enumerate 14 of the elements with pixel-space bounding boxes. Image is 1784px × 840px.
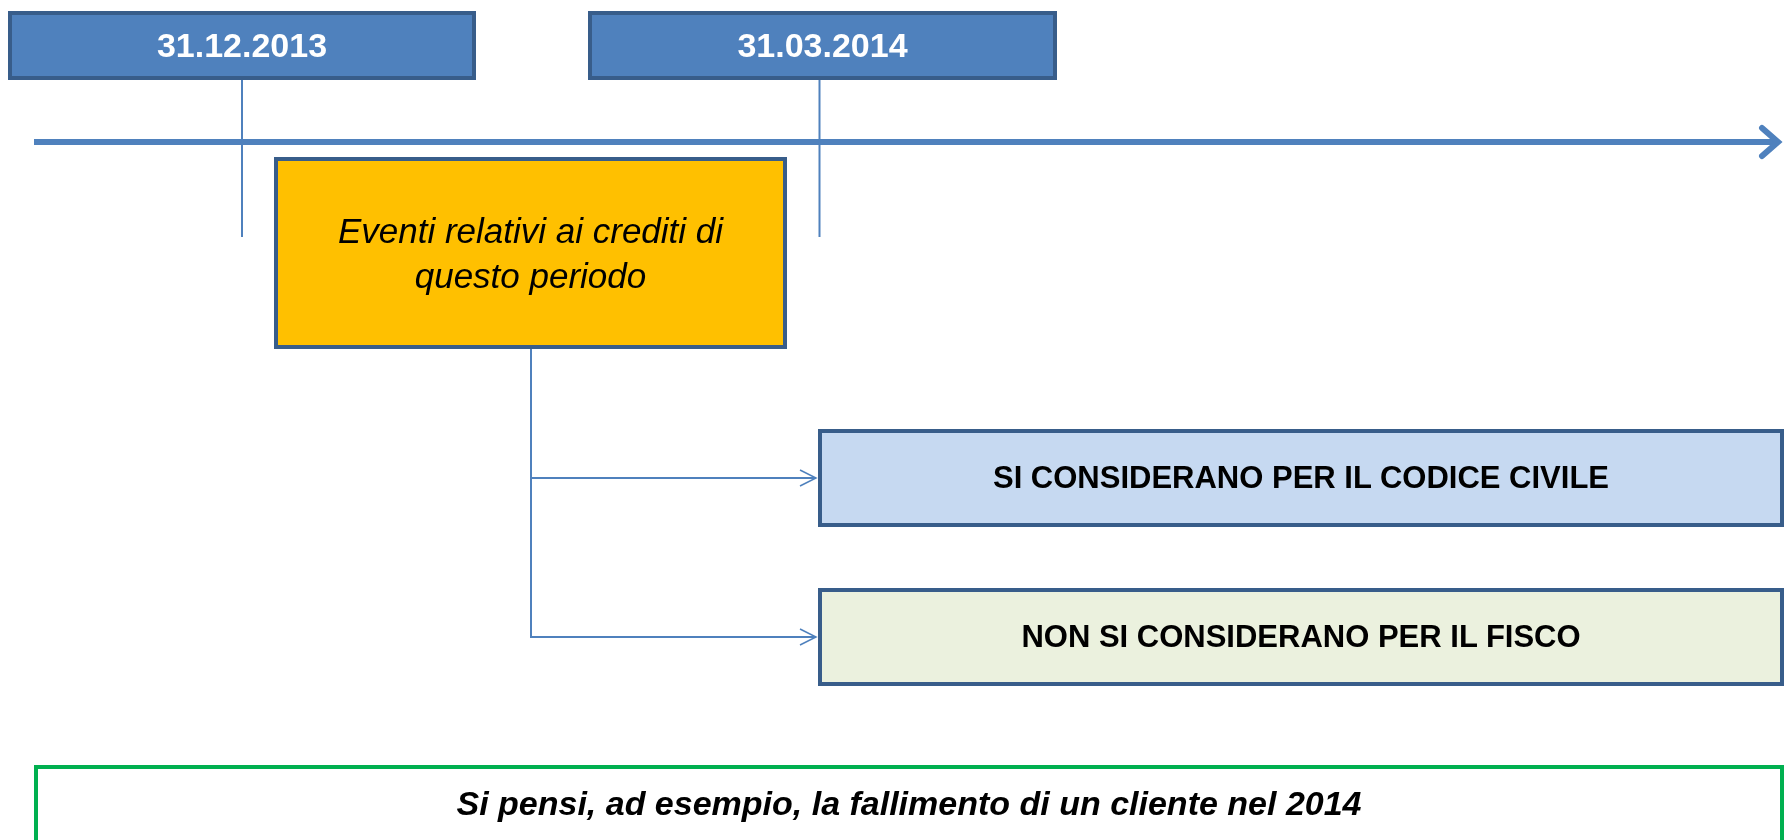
tick-line bbox=[241, 79, 243, 238]
result-text: SI CONSIDERANO PER IL CODICE CIVILE bbox=[992, 458, 1610, 497]
event-text: Eventi relativi ai crediti di questo periodo bbox=[336, 209, 725, 297]
date-label: 31.12.2013 bbox=[156, 25, 328, 67]
result-text: NON SI CONSIDERANO PER IL FISCO bbox=[1021, 617, 1581, 656]
tick-line bbox=[818, 79, 821, 238]
event-box bbox=[274, 157, 787, 349]
note-box bbox=[34, 765, 1784, 840]
date-label: 31.03.2014 bbox=[737, 25, 908, 67]
result-box bbox=[818, 429, 1784, 527]
note-text: Si pensi, ad esempio, la fallimento di un cliente nel 2014 bbox=[456, 783, 1362, 824]
date-box bbox=[8, 11, 476, 80]
date-box bbox=[588, 11, 1057, 80]
result-box bbox=[818, 588, 1784, 686]
